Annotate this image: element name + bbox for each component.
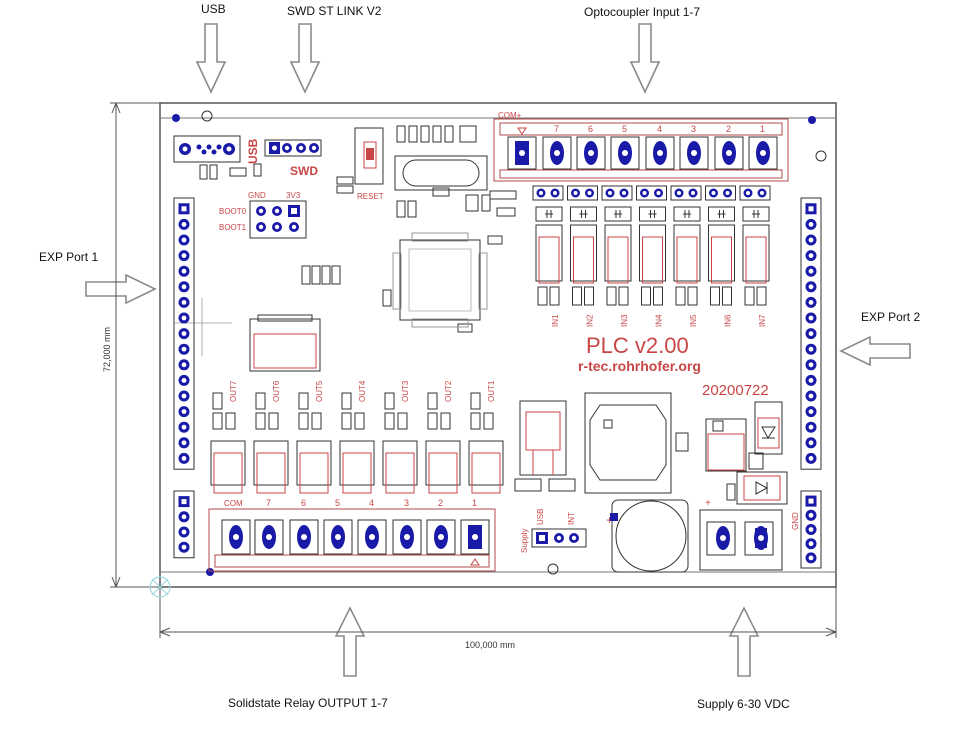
height-dimension: 72,000 mm <box>102 327 112 372</box>
callout-swd: SWD ST LINK V2 <box>287 4 382 18</box>
output-number-label: 2 <box>438 498 443 508</box>
arrow-supply-icon <box>729 607 759 677</box>
reset-switch <box>354 127 384 185</box>
input-channel-label: IN4 <box>655 314 664 327</box>
input-number-label: 7 <box>554 124 559 134</box>
input-number-label: 5 <box>622 124 627 134</box>
usb-connector <box>173 135 241 163</box>
input-channel-label: IN5 <box>689 314 698 327</box>
mount-hole-icon <box>547 563 559 575</box>
mount-hole-icon <box>815 150 827 162</box>
output-number-label: 1 <box>472 498 477 508</box>
mount-dot-icon <box>172 114 180 122</box>
battery-plus-label: + <box>606 513 613 527</box>
mount-hole-icon <box>201 110 213 122</box>
output-channel-label: OUT1 <box>487 380 496 402</box>
output-number-label: 4 <box>369 498 374 508</box>
swd-label: SWD <box>290 164 318 178</box>
supply-select-label: Supply <box>520 529 529 553</box>
battery-pad-icon <box>610 513 618 521</box>
boot1-label: BOOT1 <box>219 223 247 232</box>
input-channel-label: IN3 <box>620 314 629 327</box>
callout-exp1: EXP Port 1 <box>39 250 99 264</box>
output-channel-label: OUT5 <box>315 380 324 402</box>
select-usb-label: USB <box>536 509 545 525</box>
mount-dot-icon <box>206 568 214 576</box>
input-number-label: 6 <box>588 124 593 134</box>
v33-label: 3V3 <box>286 191 301 200</box>
gnd2-label: GND <box>791 512 800 530</box>
output-channel-label: OUT4 <box>358 380 367 402</box>
width-dimension: 100,000 mm <box>465 640 515 650</box>
supply-terminal <box>699 509 783 571</box>
board-url: r-tec.rohrhofer.org <box>578 358 701 374</box>
input-number-label: 1 <box>760 124 765 134</box>
board-title: PLC v2.00 <box>586 333 689 358</box>
arrow-usb-icon <box>196 23 226 93</box>
com-plus-label: COM+ <box>498 111 522 120</box>
boot-header <box>249 200 307 239</box>
input-channel-label: IN7 <box>758 314 767 327</box>
input-pad-row <box>532 185 771 201</box>
crystal <box>382 125 517 333</box>
output-channel-label: OUT3 <box>401 380 410 402</box>
input-terminal: 7 6 5 4 3 2 1 <box>493 118 789 182</box>
output-channel-label: OUT6 <box>272 380 281 402</box>
board-outline <box>159 102 837 588</box>
small-right-header <box>800 490 822 569</box>
com-out-label: COM <box>224 499 243 508</box>
output-number-label: 3 <box>404 498 409 508</box>
supply-selector <box>531 528 587 548</box>
exp-port-2-header <box>800 197 822 470</box>
callout-relay: Solidstate Relay OUTPUT 1-7 <box>228 696 388 710</box>
exp-port-1-header <box>173 197 195 470</box>
swd-header <box>264 139 322 157</box>
callout-supply: Supply 6-30 VDC <box>697 697 790 711</box>
dimension-lines <box>110 102 837 638</box>
output-number-label: 5 <box>335 498 340 508</box>
relay-bank: OUT7 OUT6 OUT5 OUT4 OUT3 OUT2 OUT1 <box>210 380 504 494</box>
gnd-label: GND <box>248 191 266 200</box>
output-number-label: 7 <box>266 498 271 508</box>
usb-label: USB <box>246 138 260 164</box>
input-number-label: 3 <box>691 124 696 134</box>
output-channel-label: OUT2 <box>444 380 453 402</box>
callout-usb: USB <box>201 2 226 16</box>
input-channel-label: IN2 <box>586 314 595 327</box>
input-channel-label: IN1 <box>551 314 560 327</box>
callout-exp2: EXP Port 2 <box>861 310 921 324</box>
output-terminal: 7 6 5 4 3 2 1 <box>208 498 496 572</box>
supply-area <box>705 401 788 505</box>
output-channel-label: OUT7 <box>229 380 238 402</box>
arrow-opto-icon <box>630 23 660 93</box>
inductor <box>514 400 576 492</box>
boot0-label: BOOT0 <box>219 207 247 216</box>
arrow-exp2-icon <box>839 335 911 367</box>
callout-opto: Optocoupler Input 1-7 <box>584 5 701 19</box>
reset-label: RESET <box>357 192 384 201</box>
select-int-label: INT <box>567 512 576 525</box>
input-number-label: 4 <box>657 124 662 134</box>
fiducial-icon <box>149 576 171 598</box>
output-number-label: 6 <box>301 498 306 508</box>
battery-holder <box>584 392 689 573</box>
arrow-relay-icon <box>335 607 365 677</box>
small-left-header <box>173 490 195 559</box>
mcu-chip <box>392 232 488 328</box>
optocoupler-bank: IN1 IN2 IN3 IN4 IN5 IN6 IN7 <box>535 206 770 327</box>
mount-dot-icon <box>808 116 816 124</box>
input-number-label: 2 <box>726 124 731 134</box>
arrow-exp1-icon <box>85 273 157 305</box>
input-channel-label: IN6 <box>724 314 733 327</box>
supply-plus-label: + <box>705 498 711 509</box>
board-date: 20200722 <box>702 382 769 399</box>
regulator <box>249 314 321 372</box>
arrow-swd-icon <box>290 23 320 93</box>
